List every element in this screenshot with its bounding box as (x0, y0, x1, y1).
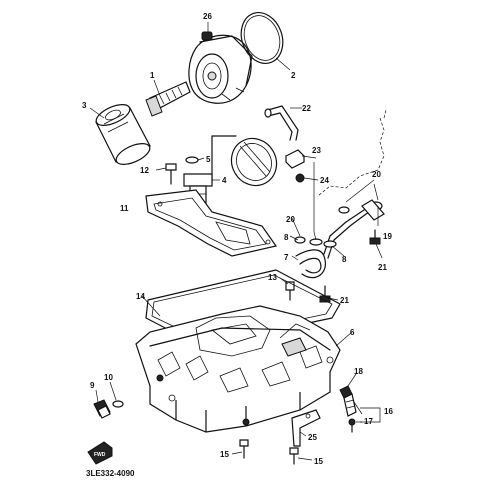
bolt-15-right (289, 447, 299, 465)
callout-5: 5 (206, 155, 211, 164)
callout-14: 14 (136, 292, 145, 301)
callout-18: 18 (354, 367, 363, 376)
callout-25: 25 (308, 433, 317, 442)
oil-cooler (188, 31, 253, 104)
callout-15-left: 15 (220, 450, 229, 459)
oil-level-switch (339, 385, 357, 417)
callout-1: 1 (150, 71, 155, 80)
engine-outline (317, 109, 387, 197)
bracket (291, 409, 321, 447)
callout-16: 16 (384, 407, 393, 416)
callout-21-mid: 21 (340, 296, 349, 305)
screw-17 (348, 418, 356, 433)
oil-pipe (264, 105, 299, 141)
crankcase-cover-ring (211, 135, 278, 187)
callout-labels: 26 2 1 3 22 5 12 4 23 24 20 11 20 19 8 7… (82, 12, 393, 466)
callout-7: 7 (284, 253, 289, 262)
callout-15-right: 15 (314, 457, 323, 466)
callout-10: 10 (104, 373, 113, 382)
drain-gasket (112, 400, 124, 408)
callout-6: 6 (350, 328, 355, 337)
callout-11: 11 (120, 204, 129, 213)
forward-arrow-icon: FWD (87, 441, 113, 465)
callout-24: 24 (320, 176, 329, 185)
nut (295, 173, 305, 183)
drain-bolt (93, 399, 111, 419)
oil-pan (135, 305, 341, 433)
callout-9: 9 (90, 381, 95, 390)
drawing-code: 3LE332-4090 (86, 469, 135, 478)
oil-cooler-o-ring (240, 12, 284, 64)
callout-2: 2 (291, 71, 296, 80)
leader-lines (89, 22, 383, 461)
callout-20-lower: 20 (286, 215, 295, 224)
callout-4: 4 (222, 176, 227, 185)
washers (294, 206, 350, 248)
oil-pan-gasket (145, 269, 341, 347)
oil-filter (95, 104, 151, 165)
callout-13: 13 (268, 273, 277, 282)
union-bolt (145, 81, 191, 117)
callout-21-upper: 21 (378, 263, 387, 272)
bolt-12 (165, 163, 177, 185)
callout-22: 22 (302, 104, 311, 113)
callout-23: 23 (312, 146, 321, 155)
o-ring-5 (185, 156, 199, 164)
callout-26: 26 (203, 12, 212, 21)
callout-8-left: 8 (284, 233, 289, 242)
callout-8-right: 8 (342, 255, 347, 264)
callout-20-upper: 20 (372, 170, 381, 179)
oil-strainer (145, 189, 278, 257)
callout-19: 19 (383, 232, 392, 241)
callout-17: 17 (364, 417, 373, 426)
callout-12: 12 (140, 166, 149, 175)
bolt-15-left (239, 439, 249, 459)
fwd-label: FWD (94, 452, 106, 458)
bracket-plate (284, 149, 306, 169)
bolt-21-upper (369, 229, 381, 245)
callout-3: 3 (82, 101, 87, 110)
